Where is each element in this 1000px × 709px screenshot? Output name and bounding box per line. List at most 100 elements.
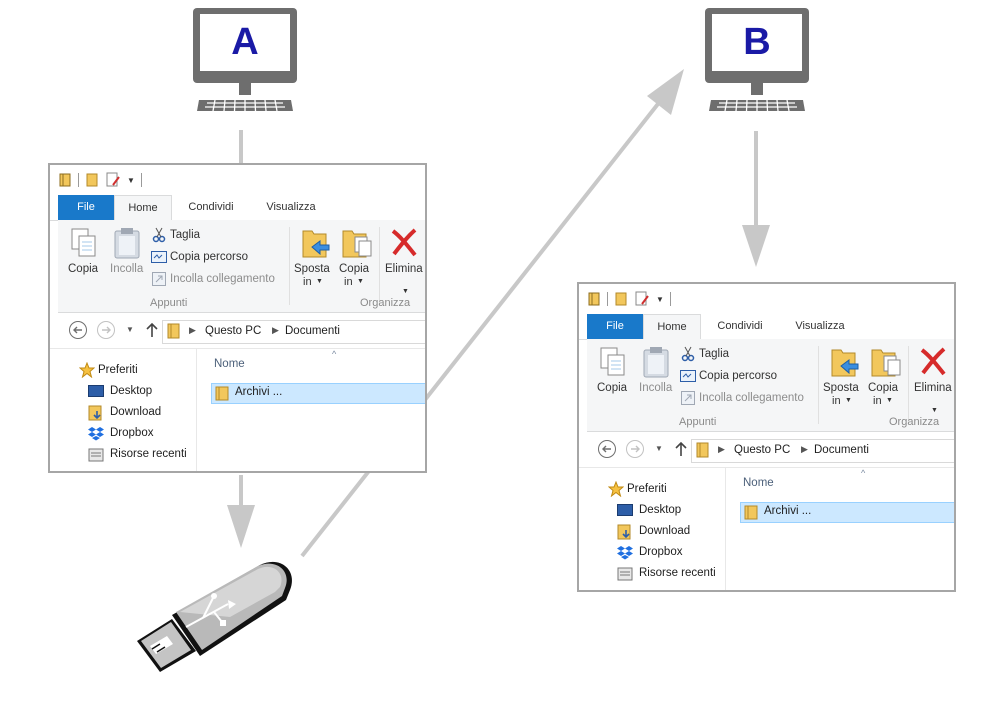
move-to-button[interactable]: Sposta xyxy=(823,382,859,394)
tab-file[interactable]: File xyxy=(58,195,114,220)
address-input[interactable] xyxy=(162,320,425,344)
column-header-name[interactable]: Nome xyxy=(743,477,774,489)
paste-icon xyxy=(643,347,669,378)
delete-icon[interactable] xyxy=(918,346,948,376)
chevron-down-icon[interactable]: ▼ xyxy=(127,175,135,185)
copy-to-sub[interactable]: in xyxy=(873,395,882,407)
breadcrumb-folder[interactable]: Documenti xyxy=(814,444,869,456)
chevron-down-icon[interactable]: ▼ xyxy=(402,288,409,295)
computer-b-label: B xyxy=(743,21,770,63)
dropbox-icon xyxy=(617,546,633,560)
copy-button[interactable]: Copia xyxy=(68,263,99,275)
chevron-down-icon[interactable]: ▼ xyxy=(357,278,364,285)
file-name[interactable]: Archivi ... xyxy=(764,505,812,517)
chevron-down-icon[interactable]: ▼ xyxy=(845,397,852,404)
quick-access-toolbar: ▼ xyxy=(579,284,954,314)
chevron-down-icon[interactable]: ▼ xyxy=(886,397,893,404)
copy-to-sub[interactable]: in xyxy=(344,276,353,288)
copy-to-button[interactable]: Copia xyxy=(339,263,370,275)
breadcrumb-folder[interactable]: Documenti xyxy=(285,325,340,337)
quick-access-toolbar: ▼ xyxy=(50,165,425,195)
cut-button[interactable]: Taglia xyxy=(170,229,201,241)
nav-item-recent[interactable]: Risorse recenti xyxy=(110,448,187,460)
column-header-name[interactable]: Nome xyxy=(214,358,245,370)
tab-view[interactable]: Visualizza xyxy=(795,320,845,332)
chevron-down-icon[interactable]: ▼ xyxy=(316,278,323,285)
copy-path-button[interactable]: Copia percorso xyxy=(699,370,777,382)
arrow-b-to-explorer xyxy=(742,131,770,267)
nav-item-recent[interactable]: Risorse recenti xyxy=(639,567,716,579)
copy-path-button[interactable]: Copia percorso xyxy=(170,251,248,263)
copy-icon[interactable] xyxy=(68,227,100,259)
star-icon xyxy=(79,362,95,378)
scissors-icon xyxy=(152,227,166,243)
chevron-down-icon[interactable]: ▼ xyxy=(656,294,664,304)
desktop-icon xyxy=(617,504,633,516)
move-to-sub[interactable]: in xyxy=(832,395,841,407)
delete-button[interactable]: Elimina xyxy=(385,263,423,275)
cut-button[interactable]: Taglia xyxy=(699,348,730,360)
move-to-icon[interactable] xyxy=(300,227,332,261)
paste-icon xyxy=(114,228,140,259)
breadcrumb-separator-icon: ▶ xyxy=(801,444,808,454)
nav-item-download[interactable]: Download xyxy=(639,525,691,537)
copy-icon[interactable] xyxy=(597,346,629,378)
breadcrumb-separator-icon: ▶ xyxy=(718,444,725,454)
breadcrumb-root[interactable]: Questo PC xyxy=(205,325,262,337)
properties-icon[interactable] xyxy=(58,173,72,187)
paste-button: Incolla xyxy=(110,263,144,275)
nav-item-favorites[interactable]: Preferiti xyxy=(98,364,138,376)
nav-item-dropbox[interactable]: Dropbox xyxy=(639,546,683,558)
address-bar: ▼ ▶ Questo PC ▶ Documenti xyxy=(579,431,954,468)
copy-to-icon[interactable] xyxy=(340,227,372,261)
file-name[interactable]: Archivi ... xyxy=(235,386,283,398)
nav-item-desktop[interactable]: Desktop xyxy=(110,385,153,397)
desktop-icon xyxy=(88,385,104,397)
breadcrumb-root[interactable]: Questo PC xyxy=(734,444,791,456)
folder-icon xyxy=(167,323,180,339)
move-to-button[interactable]: Sposta xyxy=(294,263,330,275)
nav-item-dropbox[interactable]: Dropbox xyxy=(110,427,154,439)
rename-icon[interactable] xyxy=(105,172,121,188)
tab-home[interactable]: Home xyxy=(643,314,701,340)
delete-icon[interactable] xyxy=(389,227,419,257)
paste-shortcut-button: Incolla collegamento xyxy=(170,273,275,285)
tab-file[interactable]: File xyxy=(587,314,643,339)
move-to-sub[interactable]: in xyxy=(303,276,312,288)
rename-icon[interactable] xyxy=(634,291,650,307)
copy-to-button[interactable]: Copia xyxy=(868,382,899,394)
back-icon[interactable] xyxy=(68,320,88,340)
copy-button[interactable]: Copia xyxy=(597,382,628,394)
paste-shortcut-icon xyxy=(152,272,166,286)
address-input[interactable] xyxy=(691,439,954,463)
nav-item-favorites[interactable]: Preferiti xyxy=(627,483,667,495)
usb-drive-icon xyxy=(137,561,292,672)
tab-share[interactable]: Condividi xyxy=(717,320,763,332)
folder-icon[interactable] xyxy=(85,173,99,187)
tab-home[interactable]: Home xyxy=(114,195,172,221)
up-icon[interactable] xyxy=(675,441,687,457)
sort-ascending-icon: ^ xyxy=(332,349,337,359)
move-to-icon[interactable] xyxy=(829,346,861,380)
table-row[interactable] xyxy=(211,383,425,404)
folder-icon[interactable] xyxy=(614,292,628,306)
properties-icon[interactable] xyxy=(587,292,601,306)
paste-shortcut-icon xyxy=(681,391,695,405)
chevron-down-icon[interactable]: ▼ xyxy=(931,407,938,414)
tab-view[interactable]: Visualizza xyxy=(266,201,316,213)
forward-icon xyxy=(97,321,115,339)
back-icon[interactable] xyxy=(597,439,617,459)
table-row[interactable] xyxy=(740,502,954,523)
up-icon[interactable] xyxy=(146,322,158,338)
address-bar: ▼ ▶ Questo PC ▶ Documenti xyxy=(50,312,425,349)
delete-button[interactable]: Elimina xyxy=(914,382,952,394)
group-organize-label: Organizza xyxy=(889,416,940,428)
explorer-window-source: ▼ File Home Condividi Visualizza Copia I… xyxy=(48,163,427,473)
chevron-down-icon[interactable]: ▼ xyxy=(655,444,663,453)
group-organize-label: Organizza xyxy=(360,297,411,309)
chevron-down-icon[interactable]: ▼ xyxy=(126,325,134,334)
copy-to-icon[interactable] xyxy=(869,346,901,380)
nav-item-download[interactable]: Download xyxy=(110,406,162,418)
nav-item-desktop[interactable]: Desktop xyxy=(639,504,682,516)
tab-share[interactable]: Condividi xyxy=(188,201,234,213)
